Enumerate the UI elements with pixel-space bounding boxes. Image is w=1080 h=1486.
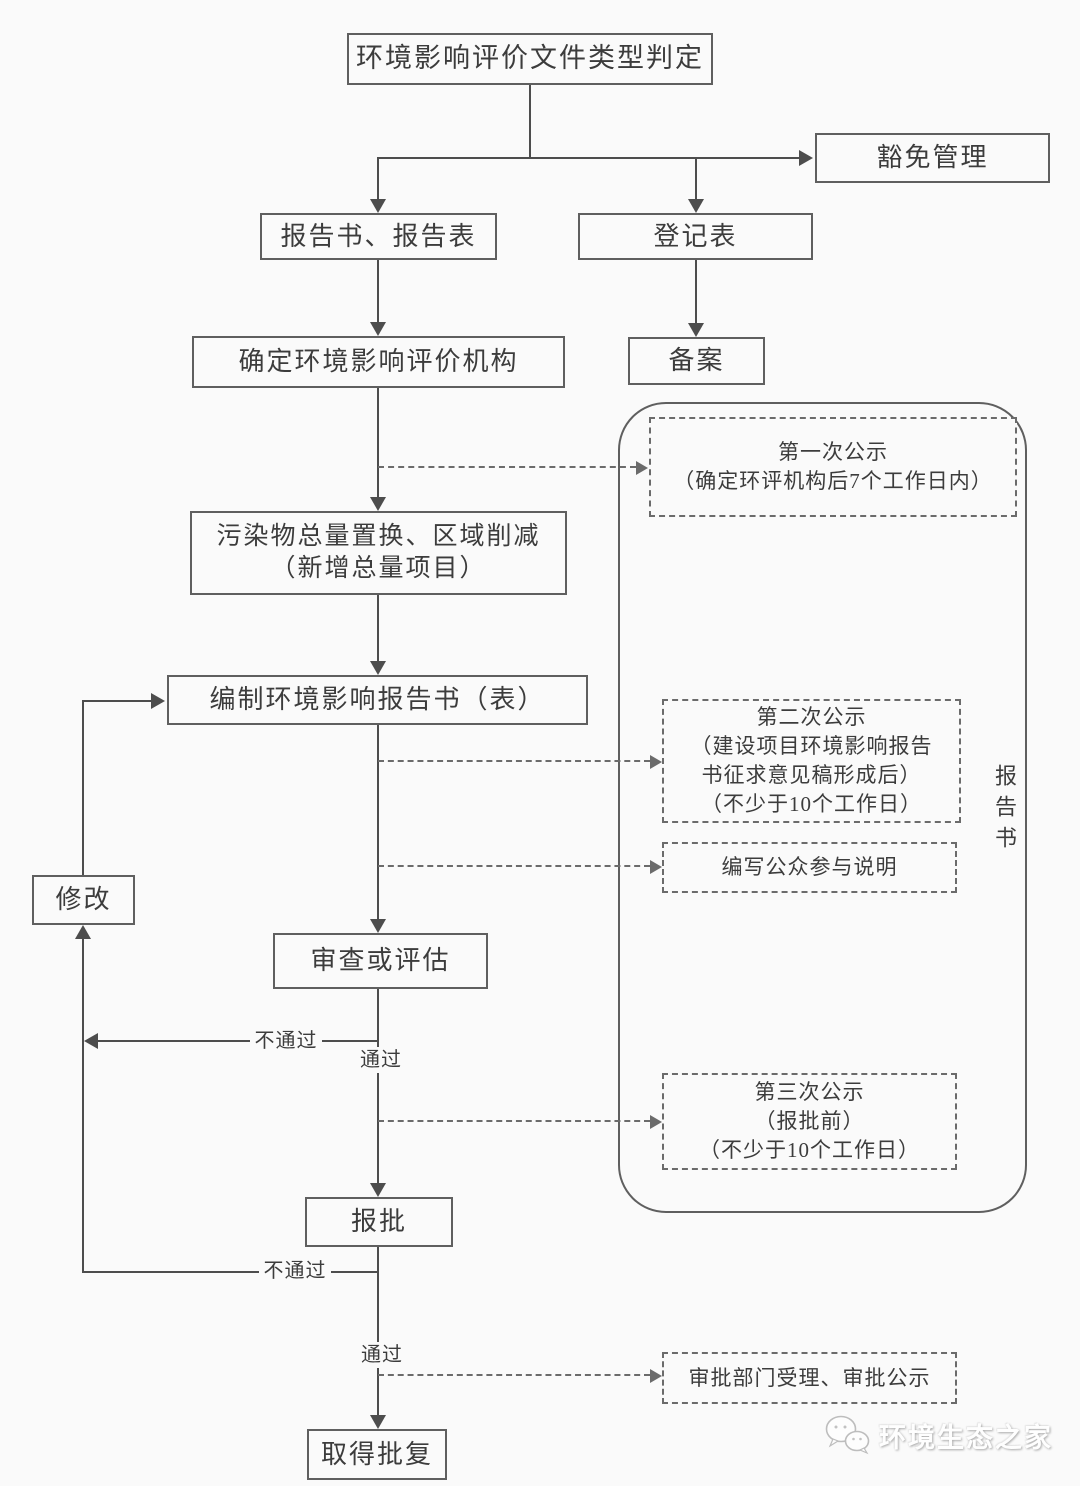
dashed-line-to-acceptance — [378, 1374, 650, 1376]
arrowhead-to-modify-bottom — [75, 925, 91, 939]
node-label: 编制环境影响报告书（表） — [209, 685, 546, 715]
edge-label-submit-fail: 不通过 — [259, 1258, 331, 1284]
dashed-arrowhead-second-notice — [650, 755, 662, 769]
note-public-participation: 编写公众参与说明 — [662, 842, 957, 893]
dashed-arrowhead-third-notice — [650, 1115, 662, 1129]
flow-line-to-report-forms — [377, 157, 379, 201]
arrowhead-to-filing — [688, 323, 704, 337]
dashed-line-to-first-notice — [378, 466, 636, 468]
node-label: 登记表 — [653, 221, 738, 251]
node-filing: 备案 — [628, 337, 765, 385]
flow-line-branch — [377, 157, 801, 159]
dashed-arrowhead-first-notice — [636, 461, 648, 475]
note-line1: 第二次公示 — [756, 705, 867, 730]
note-third-public-notice: 第三次公示 （报批前） （不少于10个工作日） — [662, 1073, 957, 1170]
note-line2: （报批前） — [754, 1109, 865, 1134]
note-line3: （不少于10个工作日） — [699, 1137, 920, 1162]
arrowhead-to-compile-left — [151, 693, 165, 709]
watermark: 环境生态之家 — [824, 1413, 1053, 1457]
flow-line-return-up — [82, 937, 84, 1273]
node-modify: 修改 — [32, 875, 135, 925]
dashed-line-to-participation — [378, 865, 650, 867]
public-notice-group-frame — [618, 402, 1027, 1213]
edge-label-submit-pass: 通过 — [354, 1342, 410, 1368]
node-label: 修改 — [55, 885, 112, 915]
flow-line-review-fail — [96, 1040, 378, 1042]
note-line1: 审批部门受理、审批公示 — [688, 1365, 931, 1390]
arrowhead-to-exemption — [799, 150, 813, 166]
node-report-book-form: 报告书、报告表 — [260, 213, 497, 260]
node-pollutant-total-replacement: 污染物总量置换、区域削减 （新增总量项目） — [190, 511, 567, 595]
node-label: 审查或评估 — [310, 946, 451, 976]
note-line1: 第一次公示 — [778, 440, 888, 465]
note-approval-acceptance-notice: 审批部门受理、审批公示 — [662, 1352, 957, 1404]
flow-line-compile-to-review — [377, 723, 379, 921]
dashed-arrowhead-participation — [650, 860, 662, 874]
flow-line-submit-to-obtain — [377, 1245, 379, 1417]
node-submit-for-approval: 报批 — [305, 1197, 453, 1247]
note-line1: 第三次公示 — [754, 1080, 865, 1105]
node-review-or-evaluate: 审查或评估 — [273, 933, 488, 989]
node-label: 确定环境影响评价机构 — [238, 347, 519, 377]
node-label: 取得批复 — [320, 1439, 433, 1469]
node-registration-form: 登记表 — [578, 213, 813, 260]
edge-label-review-pass: 通过 — [353, 1047, 409, 1073]
note-line3: 书征求意见稿形成后） — [701, 763, 922, 787]
watermark-text: 环境生态之家 — [879, 1422, 1053, 1453]
node-label: 环境影响评价文件类型判定 — [356, 43, 704, 74]
note-first-public-notice: 第一次公示 （确定环评机构后7个工作日内） — [649, 417, 1017, 517]
note-line2: （建设项目环境影响报告 — [690, 734, 933, 759]
dashed-arrowhead-acceptance — [650, 1369, 662, 1383]
flow-line-review-to-submit — [377, 987, 379, 1185]
node-label-line1: 污染物总量置换、区域削减 — [216, 522, 541, 550]
node-label: 报告书、报告表 — [280, 221, 477, 251]
note-line2: （确定环评机构后7个工作日内） — [673, 469, 993, 493]
node-exemption-management: 豁免管理 — [815, 133, 1050, 183]
flow-line-modify-to-compile — [83, 700, 154, 702]
flow-line-agency-to-pollutant — [377, 386, 379, 499]
flow-line-submit-fail — [83, 1271, 378, 1273]
arrowhead-to-report-forms — [370, 199, 386, 213]
arrowhead-to-agency — [370, 322, 386, 336]
arrowhead-to-review — [370, 919, 386, 933]
node-obtain-approval: 取得批复 — [307, 1429, 447, 1480]
node-label: 报批 — [350, 1207, 407, 1237]
flow-line-to-registration — [695, 157, 697, 201]
node-determine-eia-agency: 确定环境影响评价机构 — [192, 336, 565, 388]
node-compile-eia-report: 编制环境影响报告书（表） — [167, 675, 588, 725]
arrowhead-to-registration — [688, 199, 704, 213]
dashed-line-to-third-notice — [378, 1120, 650, 1122]
arrowhead-to-compile — [370, 661, 386, 675]
node-document-type-decision: 环境影响评价文件类型判定 — [347, 33, 713, 85]
flow-line-registration-to-filing — [695, 260, 697, 325]
dashed-line-to-second-notice — [378, 760, 650, 762]
node-label-line2: （新增总量项目） — [270, 555, 487, 582]
flow-line-title-down — [529, 85, 531, 157]
flow-line-pollutant-to-compile — [377, 593, 379, 663]
note-second-public-notice: 第二次公示 （建设项目环境影响报告 书征求意见稿形成后） （不少于10个工作日） — [662, 699, 961, 823]
arrowhead-to-obtain — [370, 1415, 386, 1429]
note-line4: （不少于10个工作日） — [701, 791, 922, 816]
flow-line-report-to-agency — [377, 260, 379, 324]
group-label-report-book: 报告书 — [992, 764, 1017, 857]
node-label: 备案 — [668, 346, 725, 376]
edge-label-review-fail: 不通过 — [250, 1028, 322, 1054]
note-line1: 编写公众参与说明 — [721, 855, 898, 880]
node-label: 豁免管理 — [876, 143, 989, 173]
flow-line-modify-up — [82, 700, 84, 875]
arrowhead-review-fail — [84, 1033, 98, 1049]
chat-bubbles-icon — [824, 1413, 872, 1457]
arrowhead-to-submit — [370, 1183, 386, 1197]
arrowhead-to-pollutant — [370, 497, 386, 511]
